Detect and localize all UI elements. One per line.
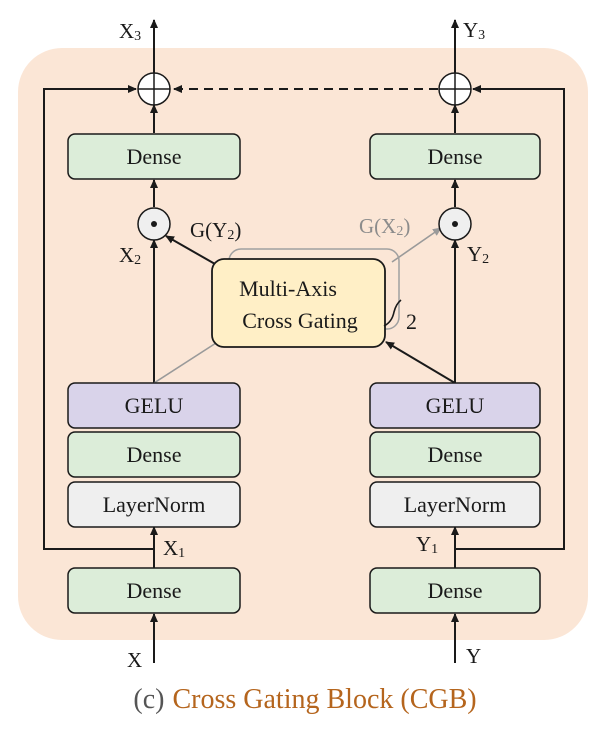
left-dense-mid-box — [67, 431, 241, 478]
left-layernorm-box — [67, 481, 241, 528]
gate-x2-label: G(X2) — [359, 214, 410, 239]
x3-label: X3 — [119, 19, 141, 44]
right-dense-mid-box — [369, 431, 541, 478]
right-multiply-node — [438, 207, 472, 241]
caption-title: Cross Gating Block (CGB) — [172, 684, 476, 715]
gating-block — [211, 258, 386, 348]
left-gelu-label: GELU — [125, 393, 184, 418]
left-residual-path — [43, 85, 154, 550]
gating-block-line1: Multi-Axis — [239, 276, 337, 301]
y2-label: Y2 — [467, 242, 489, 267]
x2-label: X2 — [119, 243, 141, 268]
x1-label: X1 — [163, 536, 185, 561]
right-dense-input-label: Dense — [428, 578, 483, 603]
gating-to-right-multiply-arrow — [391, 227, 442, 263]
figure-caption: (c) Cross Gating Block (CGB) — [133, 684, 476, 715]
left-dense-input-label: Dense — [127, 578, 182, 603]
input-y-label: Y — [466, 644, 481, 668]
repeat-slash-mark — [383, 299, 402, 327]
input-x-label: X — [127, 648, 142, 672]
right-add-node — [438, 72, 472, 106]
left-dense-output-label: Dense — [127, 144, 182, 169]
left-add-node — [137, 72, 171, 106]
right-gelu-box — [369, 382, 541, 429]
right-gelu-label: GELU — [426, 393, 485, 418]
y3-label: Y3 — [463, 18, 485, 43]
left-multiply-node — [137, 207, 171, 241]
gate-y2-label: G(Y2) — [190, 218, 241, 243]
left-layernorm-label: LayerNorm — [103, 492, 206, 517]
right-gelu-to-gating-arrow — [385, 341, 456, 384]
right-layernorm-box — [369, 481, 541, 528]
repeat-count: 2 — [406, 309, 417, 334]
right-dense-mid-label: Dense — [428, 442, 483, 467]
left-dense-input-box — [67, 567, 241, 614]
y1-label: Y1 — [416, 532, 438, 557]
right-residual-path — [455, 85, 565, 550]
caption-prefix: (c) — [133, 684, 164, 715]
left-dense-mid-label: Dense — [127, 442, 182, 467]
right-dense-input-box — [369, 567, 541, 614]
right-layernorm-label: LayerNorm — [404, 492, 507, 517]
gating-to-left-multiply-arrow — [165, 235, 216, 265]
gating-block-line2: Cross Gating — [242, 308, 358, 333]
right-dense-output-box — [369, 133, 541, 180]
left-dense-output-box — [67, 133, 241, 180]
right-dense-output-label: Dense — [428, 144, 483, 169]
left-gelu-box — [67, 382, 241, 429]
